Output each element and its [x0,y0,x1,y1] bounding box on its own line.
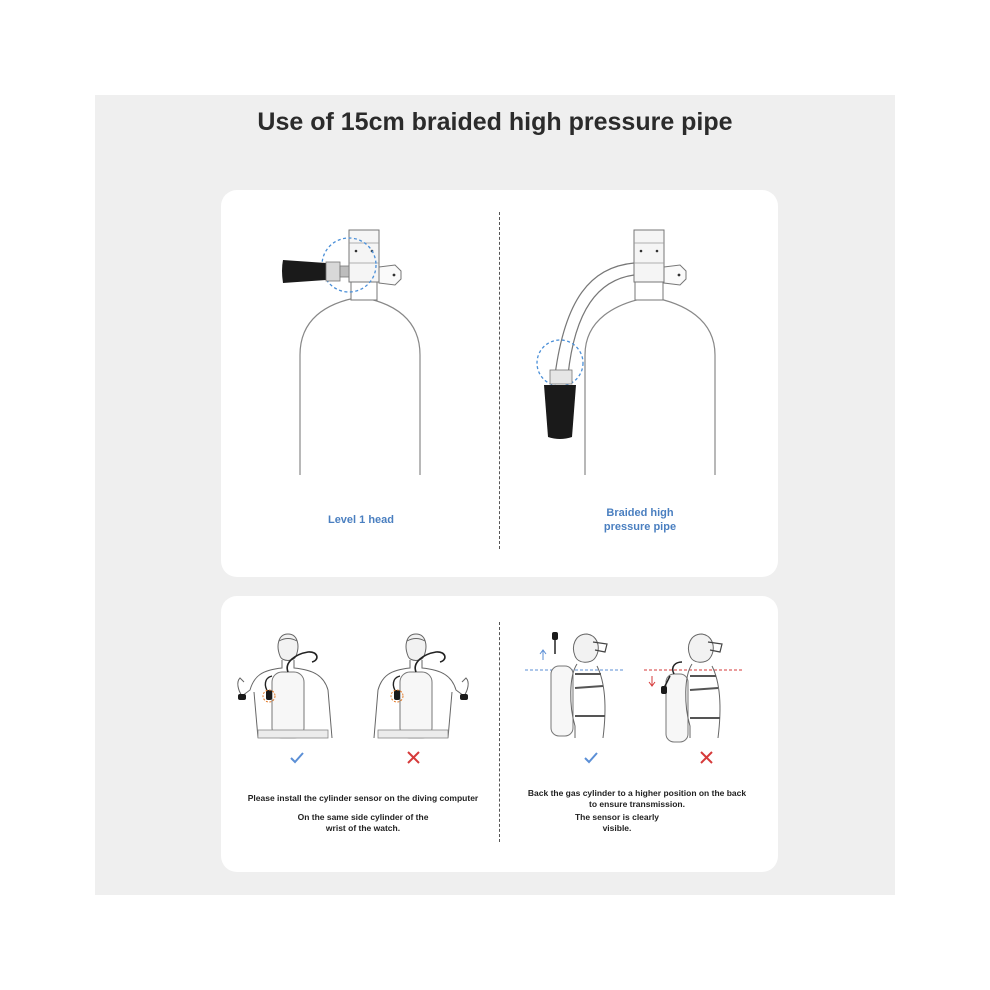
check-icon [584,752,598,764]
cylinder-with-braided-hose-illustration [536,229,716,475]
right-caption-1: Back the gas cylinder to a higher positi… [512,788,762,810]
top-divider [499,212,500,549]
braided-pipe-label-line2: pressure pipe [603,521,677,533]
diver-back-correct-illustration [237,633,333,739]
bottom-divider [499,622,500,842]
right-caption-2-line2: visible. [602,823,632,833]
right-caption-1-line1: Back the gas cylinder to a higher positi… [527,788,747,798]
left-caption-2-line1: On the same side cylinder of the [297,812,429,822]
page-title: Use of 15cm braided high pressure pipe [257,108,733,136]
left-caption-2: On the same side cylinder of the wrist o… [262,812,464,834]
diver-side-correct-illustration [525,632,625,739]
diver-back-wrong-illustration [373,633,469,739]
right-caption-2-line1: The sensor is clearly [574,812,660,822]
right-caption-1-line2: to ensure transmission. [589,799,685,809]
check-icon [290,752,304,764]
left-caption-1: Please install the cylinder sensor on th… [247,793,479,803]
right-caption-2: The sensor is clearly visible. [562,812,672,834]
braided-pipe-label: Braided high pressure pipe [580,506,700,534]
left-caption-2-line2: wrist of the watch. [325,823,401,833]
cross-icon [700,751,713,764]
cylinder-with-level1-head-illustration [282,229,421,475]
level1-head-label: Level 1 head [327,514,395,526]
cross-icon [407,751,420,764]
diver-side-wrong-illustration [644,633,742,743]
braided-pipe-label-line1: Braided high [606,507,674,519]
